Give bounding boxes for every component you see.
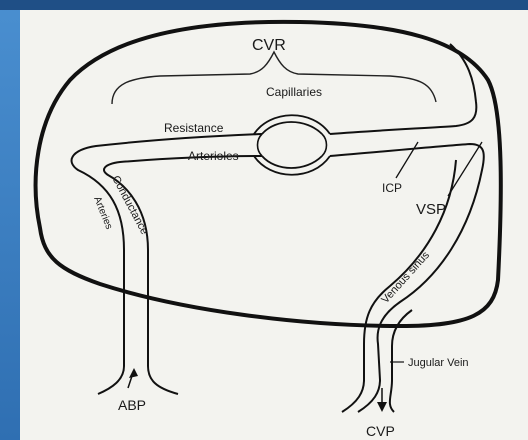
label-jugular-vein: Jugular Vein <box>408 357 469 369</box>
label-arterioles: Arterioles <box>188 149 239 163</box>
arterial-vessel-outer <box>72 134 262 394</box>
capillaries-symbol <box>254 115 330 175</box>
abp-arrow <box>128 368 138 388</box>
label-vsp: VSP <box>416 201 446 218</box>
label-arteries: Arteries <box>91 195 114 231</box>
label-resistance: Resistance <box>164 121 224 135</box>
label-cvr: CVR <box>252 37 286 54</box>
label-cvp: CVP <box>366 423 395 439</box>
icp-pointer-line <box>396 142 418 178</box>
venous-vessel-outer <box>330 44 476 134</box>
label-abp: ABP <box>118 397 146 413</box>
label-icp: ICP <box>382 181 402 195</box>
label-capillaries: Capillaries <box>266 85 322 99</box>
